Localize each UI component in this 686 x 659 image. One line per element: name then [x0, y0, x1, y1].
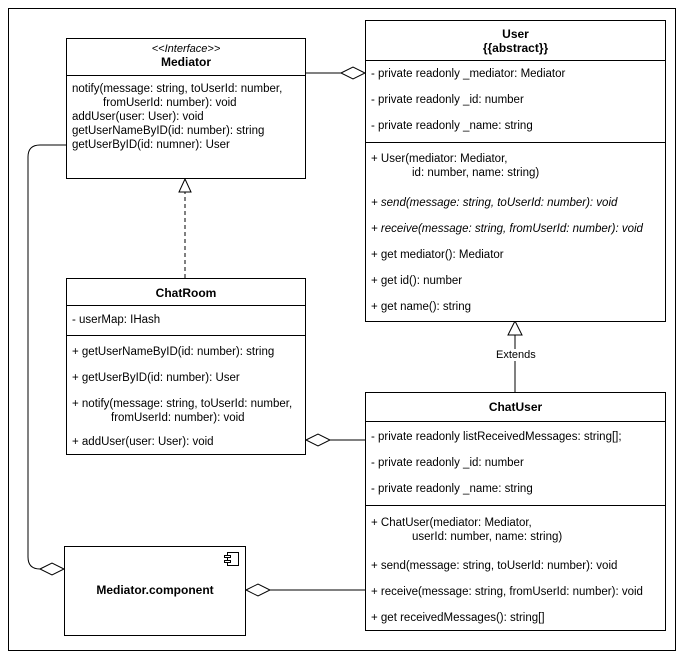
mediator-method: addUser(user: User): void	[72, 111, 204, 123]
chatroom-method: + getUserByID(id: number): User	[72, 372, 240, 384]
diagram-frame	[8, 8, 676, 651]
chatuser-method: + receive(message: string, fromUserId: n…	[371, 586, 643, 598]
component-title: Mediator.component	[96, 583, 214, 597]
chatuser-class-box: ChatUser - private readonly listReceived…	[365, 392, 666, 631]
mediator-stereotype: <<Interface>>	[151, 43, 221, 55]
chatroom-title: ChatRoom	[155, 286, 217, 300]
user-method-abstract: + send(message: string, toUserId: number…	[371, 197, 618, 209]
mediator-method: getUserNameByID(id: number): string	[72, 125, 265, 137]
mediator-method-cont: fromUserId: number): void	[103, 97, 237, 109]
mediator-header: <<Interface>> Mediator	[67, 39, 305, 76]
extends-label: Extends	[494, 349, 538, 361]
user-attribute: - private readonly _id: number	[371, 94, 524, 106]
mediator-method: getUserByID(id: numner): User	[72, 139, 230, 151]
user-attribute: - private readonly _mediator: Mediator	[371, 68, 566, 80]
chatroom-method: + getUserNameByID(id: number): string	[72, 346, 275, 358]
chatuser-method: + send(message: string, toUserId: number…	[371, 560, 618, 572]
user-methods: + User(mediator: Mediator, id: number, n…	[366, 143, 665, 321]
mediator-interface-box: <<Interface>> Mediator notify(message: s…	[66, 38, 306, 179]
user-title: User	[502, 27, 529, 41]
user-method-cont: id: number, name: string)	[412, 167, 540, 179]
user-header: User {{abstract}}	[366, 21, 665, 61]
mediator-method: notify(message: string, toUserId: number…	[72, 83, 283, 95]
user-stereotype: {{abstract}}	[482, 41, 549, 55]
mediator-methods: notify(message: string, toUserId: number…	[67, 76, 305, 178]
chatuser-title: ChatUser	[488, 400, 543, 414]
mediator-title: Mediator	[160, 55, 211, 69]
user-method: + User(mediator: Mediator,	[371, 153, 508, 165]
chatuser-method-cont: userId: number, name: string)	[412, 531, 563, 543]
component-icon	[224, 552, 239, 566]
mediator-component-box: Mediator.component	[64, 546, 246, 636]
user-attribute: - private readonly _name: string	[371, 120, 533, 132]
chatuser-methods: + ChatUser(mediator: Mediator, userId: n…	[366, 506, 665, 630]
chatroom-method: + addUser(user: User): void	[72, 436, 214, 448]
user-method: + get id(): number	[371, 275, 463, 287]
chatuser-method: + get receivedMessages(): string[]	[371, 612, 545, 624]
chatuser-attributes: - private readonly listReceivedMessages:…	[366, 422, 665, 506]
user-method: + get mediator(): Mediator	[371, 249, 504, 261]
chatroom-class-box: ChatRoom - userMap: IHash + getUserNameB…	[66, 278, 306, 455]
user-attributes: - private readonly _mediator: Mediator -…	[366, 61, 665, 143]
chatroom-methods: + getUserNameByID(id: number): string + …	[67, 336, 305, 454]
chatuser-header: ChatUser	[366, 393, 665, 422]
user-class-box: User {{abstract}} - private readonly _me…	[365, 20, 666, 322]
chatroom-attribute: - userMap: IHash	[72, 314, 161, 326]
chatroom-attributes: - userMap: IHash	[67, 306, 305, 336]
chatroom-method-cont: fromUserId: number): void	[111, 412, 245, 424]
chatuser-method: + ChatUser(mediator: Mediator,	[371, 517, 532, 529]
chatroom-header: ChatRoom	[67, 279, 305, 306]
user-method-abstract: + receive(message: string, fromUserId: n…	[371, 223, 643, 235]
chatuser-attribute: - private readonly listReceivedMessages:…	[371, 431, 622, 443]
chatroom-method: + notify(message: string, toUserId: numb…	[72, 398, 293, 410]
chatuser-attribute: - private readonly _name: string	[371, 483, 533, 495]
user-method: + get name(): string	[371, 301, 472, 313]
chatuser-attribute: - private readonly _id: number	[371, 457, 524, 469]
